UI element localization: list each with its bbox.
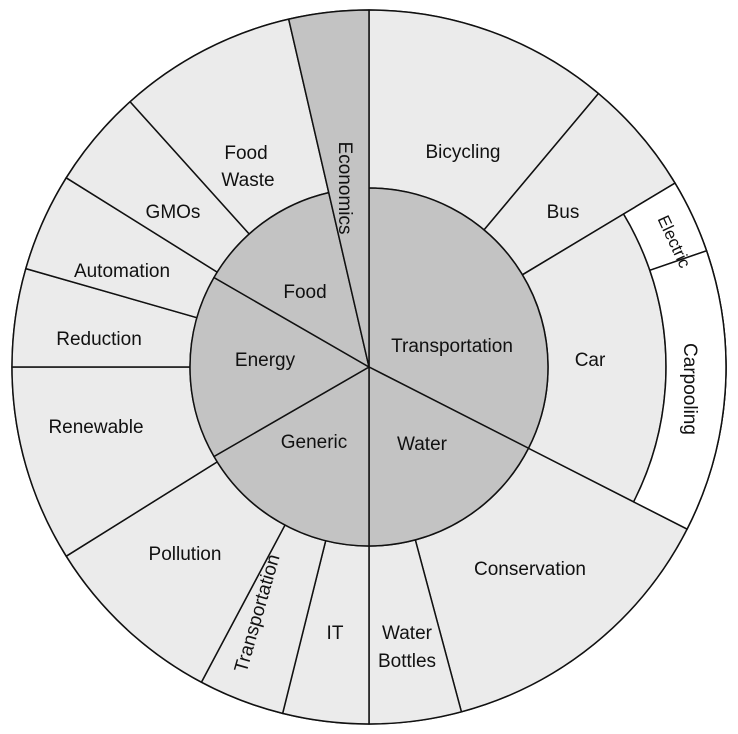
inner-sector-food	[213, 191, 370, 368]
outer-label-conservation: Conservation	[474, 559, 586, 580]
outer-label-car: Car	[575, 350, 606, 371]
third-label-carpooling: Carpooling	[679, 343, 700, 435]
outer-label-food-waste-1: Food	[224, 143, 267, 164]
third-sector-carpooling	[632, 250, 727, 530]
outer-label-gmos: GMOs	[146, 202, 201, 223]
outer-label-it: IT	[327, 623, 344, 644]
outer-label-water-bottles-2: Bottles	[378, 651, 436, 672]
inner-sector-water	[368, 366, 530, 547]
outer-label-reduction: Reduction	[56, 329, 142, 350]
inner-sector-transportation	[368, 187, 549, 450]
outer-label-automation: Automation	[74, 261, 170, 282]
outer-label-food-waste-2: Waste	[221, 170, 274, 191]
inner-label-water: Water	[397, 434, 448, 455]
inner-sector-economics	[287, 9, 370, 368]
inner-label-transportation: Transportation	[391, 336, 513, 357]
outer-label-renewable: Renewable	[48, 417, 143, 438]
inner-sector-generic	[213, 366, 370, 547]
inner-label-food: Food	[283, 282, 326, 303]
inner-label-generic: Generic	[281, 432, 348, 453]
outer-label-bicycling: Bicycling	[426, 142, 501, 163]
outer-label-bus: Bus	[547, 202, 580, 223]
inner-label-economics: Economics	[334, 142, 355, 235]
inner-label-energy: Energy	[235, 350, 296, 371]
outer-label-pollution: Pollution	[149, 544, 222, 565]
outer-label-water-bottles-1: Water	[382, 623, 433, 644]
sectors-layer	[11, 9, 727, 725]
inner-sector-energy	[189, 276, 370, 458]
